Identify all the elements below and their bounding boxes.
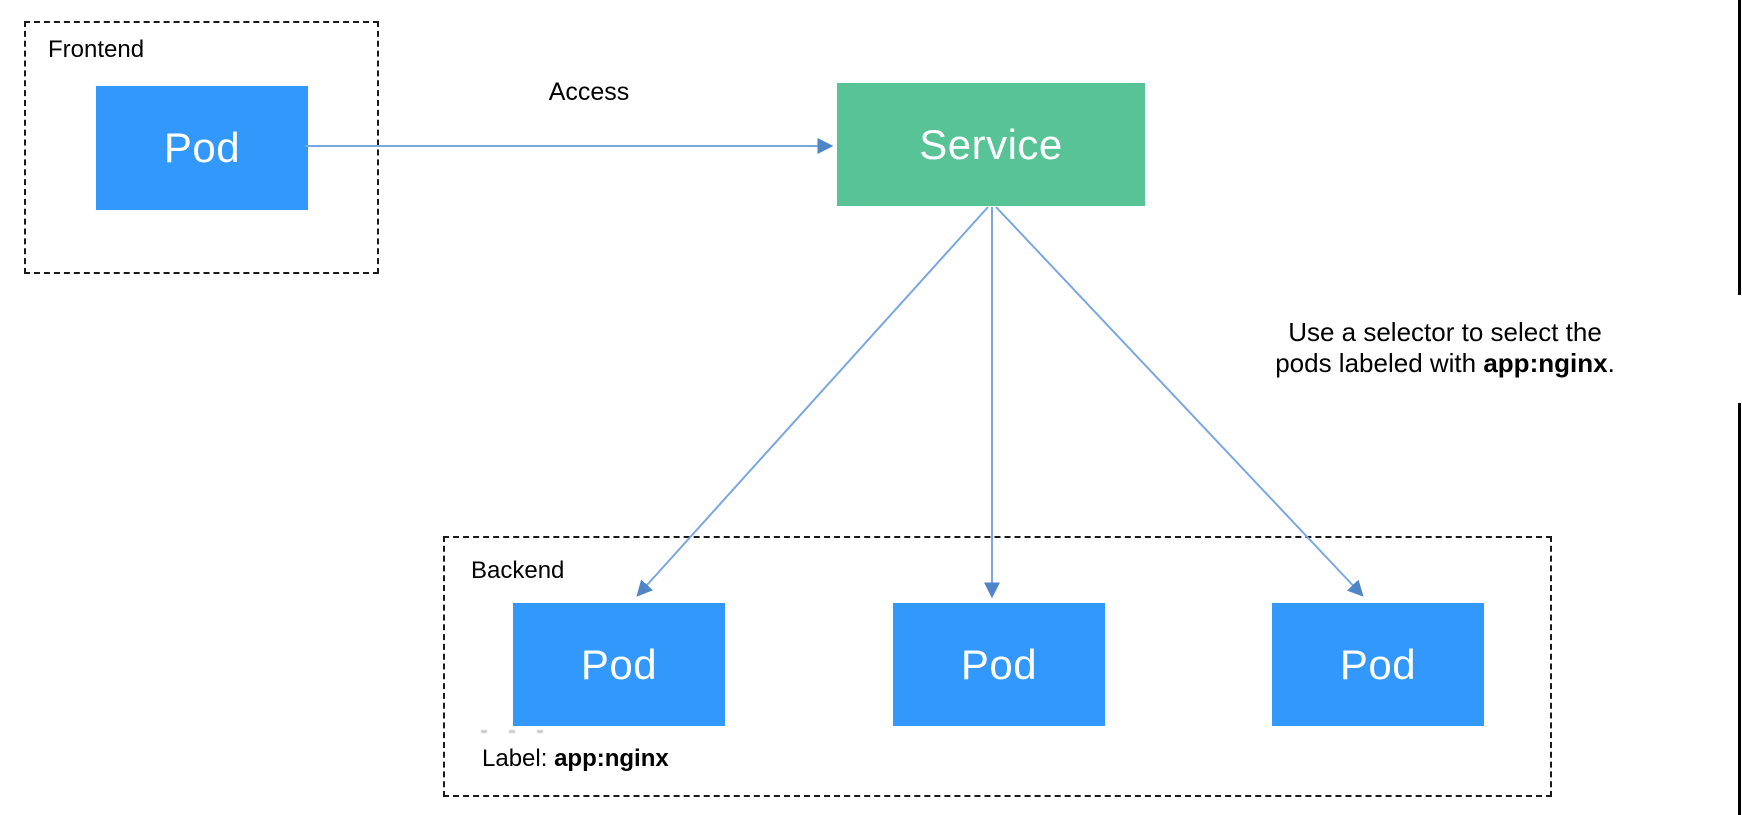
backend-pod-3-label: Pod (1339, 640, 1417, 688)
backend-pod-3: Pod (1272, 603, 1484, 726)
frontend-group-box: Frontend Pod (24, 21, 379, 274)
annotation-line2-prefix: pods labeled with (1275, 348, 1484, 378)
page-edge-line-top (1738, 0, 1741, 295)
page-edge-line-bottom (1738, 403, 1741, 815)
annotation-line2-bold: app:nginx (1483, 348, 1608, 378)
frontend-pod-label: Pod (163, 124, 241, 171)
frontend-pod-box: Pod (96, 86, 308, 210)
annotation-line2-suffix: . (1607, 348, 1615, 378)
backend-label-caption: Label: app:nginx (482, 745, 669, 773)
erased-text-artifact (481, 730, 561, 733)
backend-pod-1: Pod (513, 603, 725, 726)
frontend-group-label: Frontend (48, 36, 145, 63)
selector-annotation: Use a selector to select the pods labele… (1268, 317, 1622, 379)
backend-pod-2: Pod (893, 603, 1105, 726)
backend-pod-1-label: Pod (580, 640, 658, 688)
backend-caption-prefix: Label: (482, 745, 555, 772)
backend-group-box: Backend Pod Pod Pod Label: app:nginx (443, 536, 1552, 797)
backend-group-label: Backend (471, 557, 565, 584)
service-label: Service (919, 120, 1063, 168)
service-box: Service (837, 83, 1145, 206)
backend-caption-value: app:nginx (554, 745, 669, 772)
access-arrow-label: Access (548, 78, 630, 106)
backend-pod-2-label: Pod (960, 640, 1038, 688)
annotation-line1: Use a selector to select the (1288, 317, 1602, 347)
